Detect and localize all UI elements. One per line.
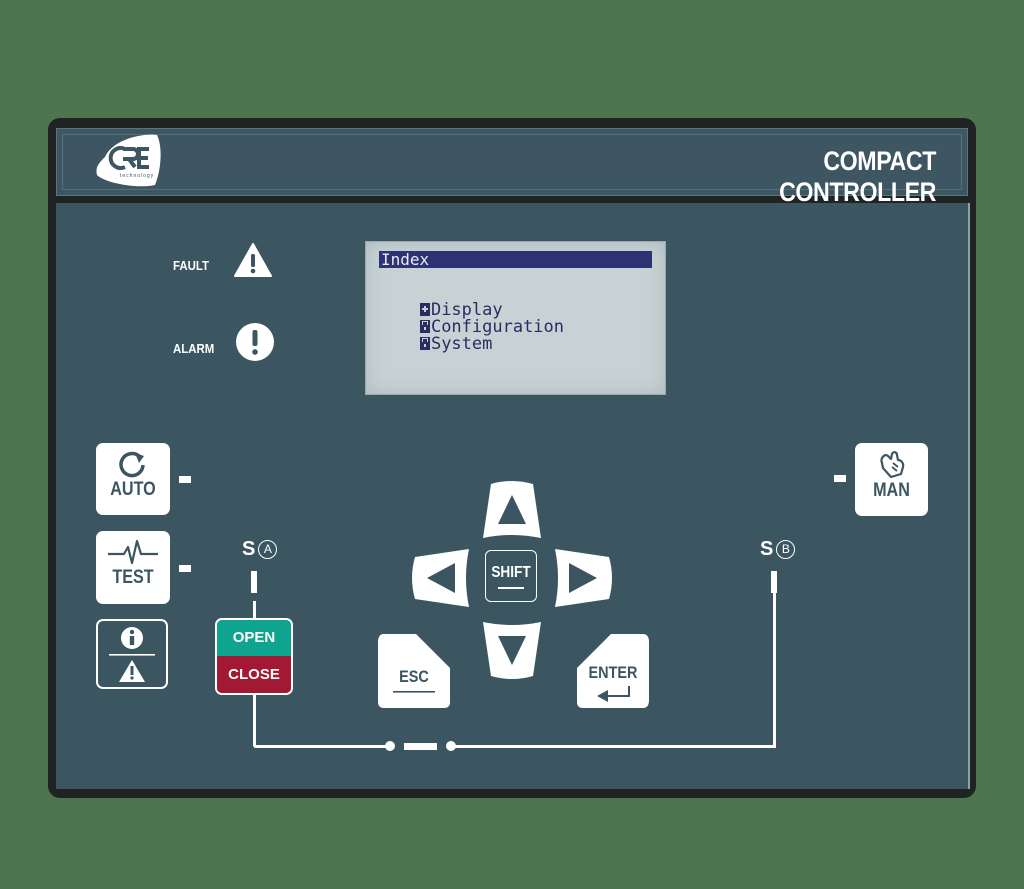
shift-button[interactable]: SHIFT xyxy=(485,550,537,602)
bus-breaker xyxy=(404,743,437,750)
right-arrow-button[interactable] xyxy=(551,547,613,609)
open-button[interactable]: OPEN xyxy=(217,620,291,656)
connector-line xyxy=(253,601,256,619)
test-led xyxy=(179,565,191,572)
pulse-icon xyxy=(106,537,160,567)
open-close-button[interactable]: OPEN CLOSE xyxy=(215,618,293,695)
manual-mode-button[interactable]: MAN xyxy=(855,443,928,516)
cre-logo: technology xyxy=(93,133,163,189)
breaker-a-led xyxy=(251,571,257,593)
bus-line-left xyxy=(253,745,391,748)
connector-line xyxy=(253,693,256,746)
alarm-label: ALARM xyxy=(173,341,215,356)
device-title: COMPACT CONTROLLER xyxy=(779,146,936,207)
info-alarm-button[interactable] xyxy=(96,619,168,689)
lcd-menu-item-display[interactable]: Display xyxy=(379,285,503,336)
lock-icon xyxy=(419,337,430,350)
lock-icon xyxy=(419,320,430,333)
fault-label: FAULT xyxy=(173,258,210,273)
lcd-screen: Index Display Configuration System xyxy=(365,241,666,395)
svg-text:technology: technology xyxy=(120,173,154,179)
plus-box-icon xyxy=(419,303,430,316)
lcd-menu-item-system[interactable]: System xyxy=(379,319,492,370)
refresh-icon xyxy=(118,451,148,479)
breaker-b-led xyxy=(771,571,777,593)
connector-line xyxy=(773,593,776,748)
fault-warning-icon xyxy=(233,242,273,278)
device-header xyxy=(56,128,968,196)
bus-line-right xyxy=(451,745,776,748)
lcd-menu-item-configuration[interactable]: Configuration xyxy=(379,302,564,353)
man-led xyxy=(834,475,846,482)
lcd-header: Index xyxy=(379,251,652,268)
auto-mode-button[interactable]: AUTO xyxy=(96,443,170,515)
info-warning-icon xyxy=(109,627,155,682)
test-mode-button[interactable]: TEST xyxy=(96,531,170,604)
left-arrow-button[interactable] xyxy=(411,547,473,609)
hand-pointer-icon xyxy=(877,450,907,480)
underline-icon xyxy=(498,587,524,589)
up-arrow-button[interactable] xyxy=(481,480,543,540)
auto-led xyxy=(179,476,191,483)
close-button[interactable]: CLOSE xyxy=(217,656,291,693)
esc-button[interactable]: ESC xyxy=(376,634,452,710)
down-arrow-button[interactable] xyxy=(481,620,543,680)
enter-button[interactable]: ENTER xyxy=(575,634,651,710)
bus-node-left xyxy=(385,741,395,751)
alarm-exclamation-icon xyxy=(235,322,275,362)
